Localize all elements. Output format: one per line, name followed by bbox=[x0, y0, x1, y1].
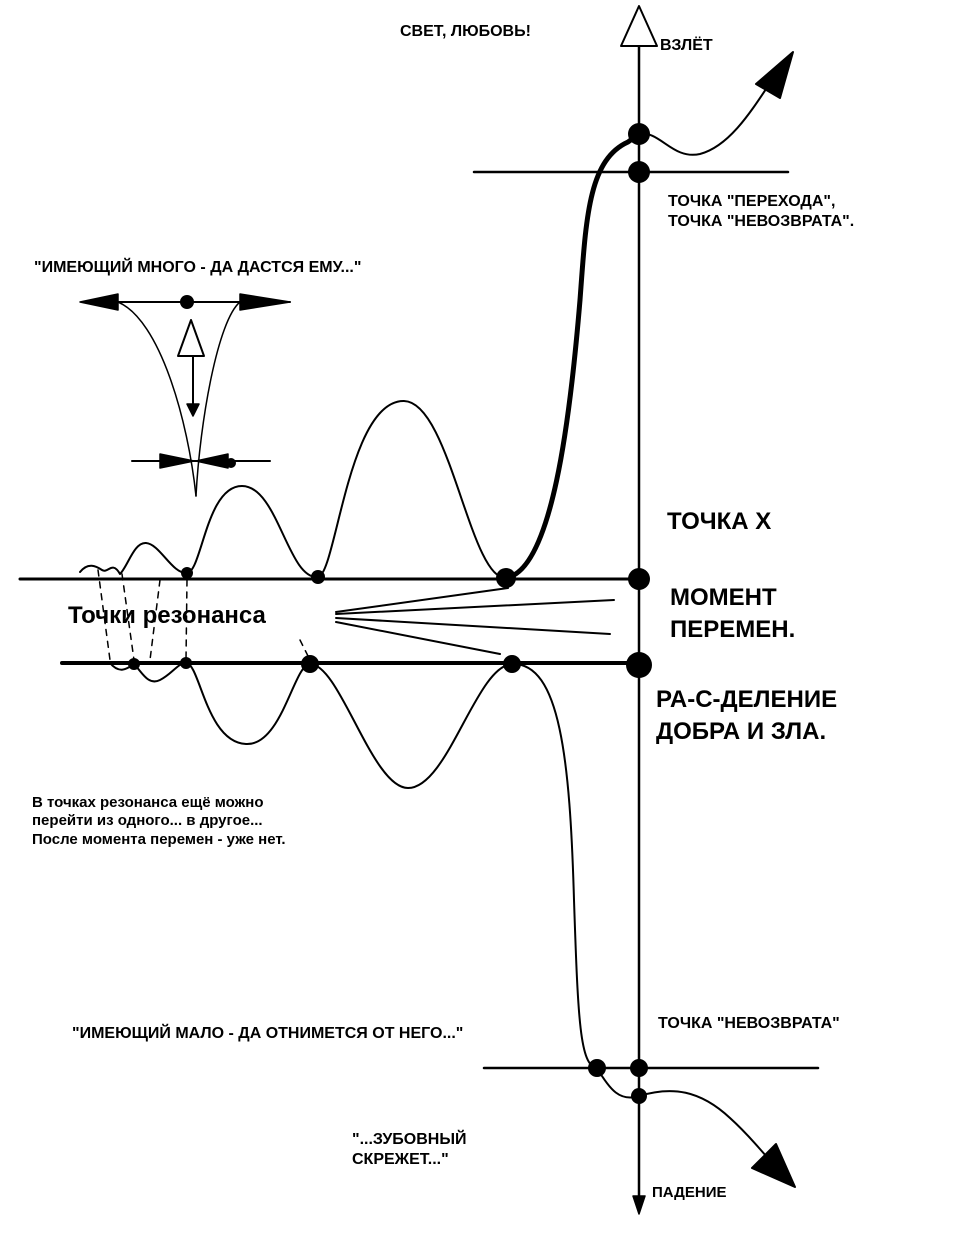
upper-oscillation-curve bbox=[79, 399, 507, 580]
abundance-quote: "ИМЕЮЩИЙ МНОГО - ДА ДАСТСЯ ЕМУ..." bbox=[34, 259, 362, 276]
resonance-rays bbox=[335, 587, 615, 655]
rise-tail bbox=[638, 79, 773, 156]
takeoff-arrowhead bbox=[620, 5, 658, 47]
abundance-diagram bbox=[79, 293, 291, 497]
fall-arrowhead-curve bbox=[751, 1143, 796, 1188]
moment-of-change-label: МОМЕНТ ПЕРЕМЕН. bbox=[670, 584, 796, 644]
point-x-label: ТОЧКА Х bbox=[667, 508, 772, 535]
fall-arrowhead bbox=[632, 1195, 646, 1215]
fall-label: ПАДЕНИЕ bbox=[652, 1184, 727, 1201]
no-return-point-label: ТОЧКА "НЕВОЗВРАТА" bbox=[658, 1015, 840, 1032]
fall-tail bbox=[596, 1067, 771, 1161]
resonance-note: В точках резонанса ещё можно перейти из … bbox=[32, 794, 286, 848]
separation-label: РА-С-ДЕЛЕНИЕ ДОБРА И ЗЛА. bbox=[656, 686, 838, 746]
teeth-grinding-label: "...ЗУБОВНЫЙ СКРЕЖЕТ..." bbox=[352, 1131, 467, 1168]
rise-arrowhead bbox=[755, 51, 794, 99]
rise-curve bbox=[503, 131, 642, 581]
transition-point-label: ТОЧКА "ПЕРЕХОДА", ТОЧКА "НЕВОЗВРАТА". bbox=[668, 193, 855, 230]
lower-oscillation-curve bbox=[109, 662, 598, 1069]
key-points bbox=[128, 123, 652, 1104]
scarcity-quote: "ИМЕЮЩИЙ МАЛО - ДА ОТНИМЕТСЯ ОТ НЕГО..." bbox=[72, 1025, 464, 1042]
light-love-label: СВЕТ, ЛЮБОВЬ! bbox=[400, 23, 531, 40]
resonance-points-label: Точки резонанса bbox=[68, 602, 266, 629]
takeoff-label: ВЗЛЁТ bbox=[660, 37, 713, 54]
